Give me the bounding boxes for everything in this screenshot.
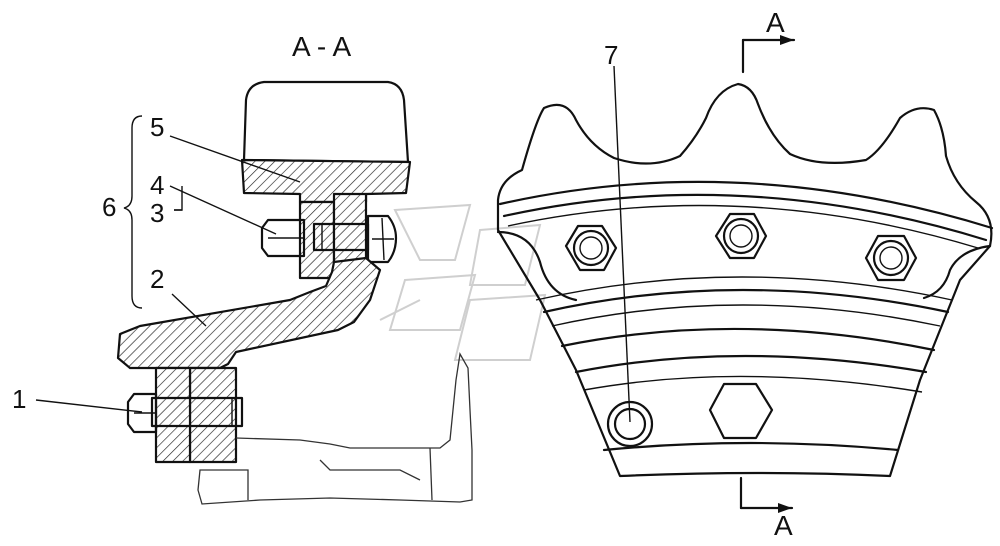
callout-1: 1	[12, 384, 26, 414]
watermark	[379, 203, 547, 361]
assembly-brace	[123, 115, 143, 309]
section-line-bottom	[739, 476, 794, 513]
section-view	[116, 80, 473, 505]
callout-3: 3	[150, 198, 164, 228]
callout-5: 5	[150, 112, 164, 142]
sprocket-teeth-outline	[496, 82, 993, 478]
section-line-top	[741, 35, 796, 74]
bolt-head	[126, 392, 158, 434]
tooth-segment-crown	[242, 80, 410, 164]
leader-lines	[35, 65, 631, 423]
callout-2: 2	[150, 264, 164, 294]
bracket-lower-block	[188, 366, 238, 464]
segment-nut-3	[864, 234, 918, 282]
front-view	[496, 35, 994, 513]
section-mark-bottom: A	[774, 510, 793, 541]
hub-bolt-head	[708, 382, 774, 440]
section-mark-top: A	[766, 7, 785, 38]
callout-7: 7	[604, 40, 618, 70]
nut-right	[366, 214, 398, 264]
section-title: A - A	[292, 31, 351, 62]
segment-nut-1	[564, 224, 618, 272]
segment-nut-2	[714, 212, 768, 260]
washer-head	[260, 218, 306, 258]
hub-outline	[197, 352, 473, 505]
bolt-left-block	[154, 366, 192, 464]
tooth-segment-section	[240, 158, 412, 204]
callout-6: 6	[102, 192, 116, 222]
callout-4: 4	[150, 170, 164, 200]
